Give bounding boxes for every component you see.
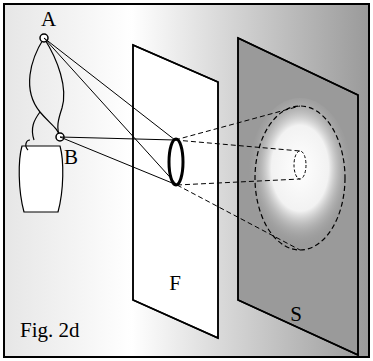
plate-letter: S — [290, 304, 302, 325]
figure-caption: Fig. 2d — [20, 320, 80, 341]
point-label: B — [64, 147, 78, 168]
plate-outline — [133, 45, 218, 338]
plate-border — [238, 38, 358, 355]
plate-border — [133, 45, 218, 338]
aperture-plate: F — [133, 45, 218, 338]
point-label: A — [41, 9, 56, 30]
plate-letter: F — [169, 273, 181, 294]
projection-screen: S — [238, 38, 358, 355]
